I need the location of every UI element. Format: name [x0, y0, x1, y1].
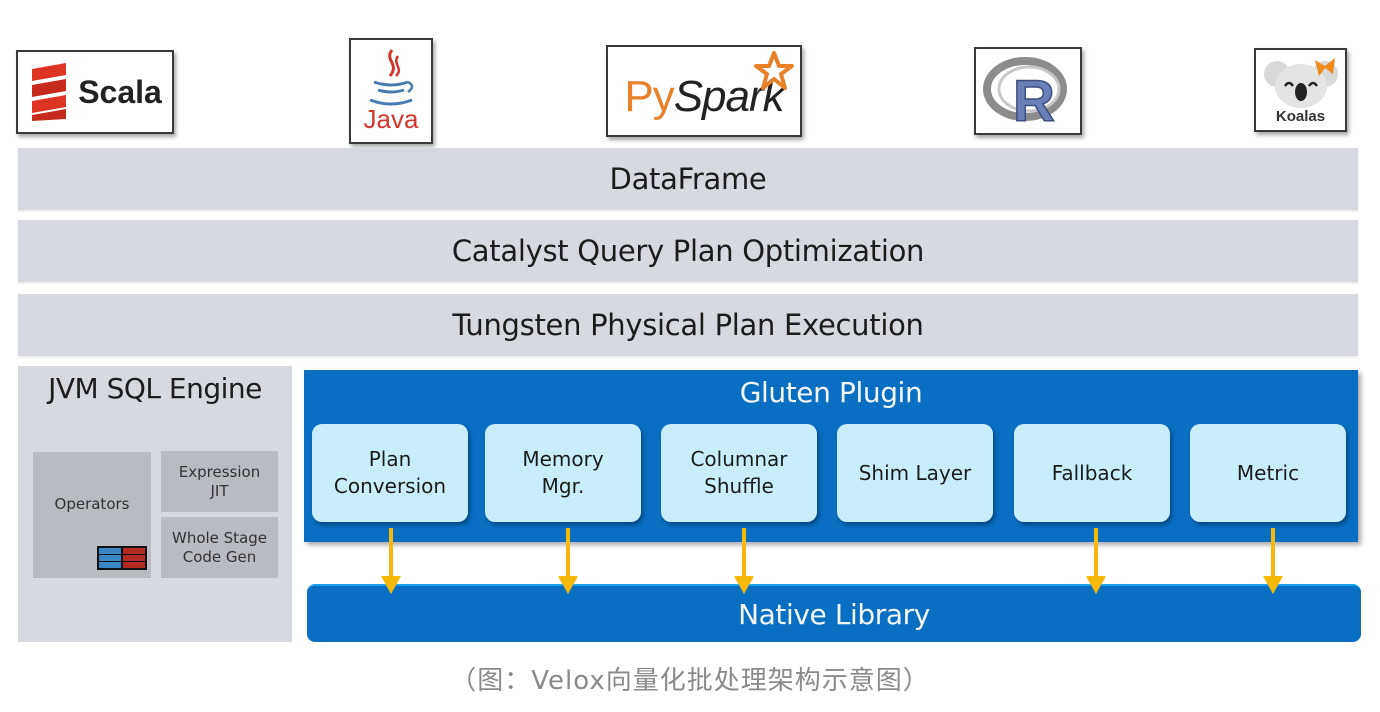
dataframe-layer: DataFrame: [18, 148, 1358, 210]
gluten-plugin-title: Gluten Plugin: [739, 376, 923, 409]
columnar-batch-icon: [97, 546, 147, 570]
java-logo: Java: [349, 38, 433, 144]
expression-jit-label: Expression JIT: [178, 462, 261, 500]
tungsten-layer: Tungsten Physical Plan Execution: [18, 294, 1358, 356]
scala-label: Scala: [78, 73, 162, 110]
whole-stage-codegen-label: Whole Stage Code Gen: [171, 528, 268, 566]
module-shim-layer: Shim Layer: [837, 424, 993, 522]
module-label: Fallback: [1051, 460, 1133, 485]
r-logo: R: [974, 47, 1082, 135]
arrow-down-icon: [1263, 528, 1283, 594]
figure-caption: （图：Velox向量化批处理架构示意图）: [450, 666, 930, 696]
r-letter: R: [1013, 69, 1055, 127]
scala-logo: Scala: [16, 50, 174, 134]
koalas-logo-icon: [1263, 57, 1338, 108]
arrow-down-icon: [734, 528, 754, 594]
pyspark-label-py: Py: [624, 72, 674, 121]
koalas-label: Koalas: [1275, 107, 1326, 125]
arrow-down-icon: [558, 528, 578, 594]
module-label: Metric: [1236, 460, 1300, 485]
native-library: Native Library: [307, 584, 1361, 642]
operators-label: Operators: [54, 494, 130, 513]
r-logo-icon: R: [983, 57, 1067, 127]
module-fallback: Fallback: [1014, 424, 1170, 522]
gluten-plugin: Gluten Plugin Plan Conversion Memory Mgr…: [304, 370, 1358, 542]
arrow-down-icon: [381, 528, 401, 594]
module-label: Plan Conversion: [333, 447, 447, 498]
module-label: Shim Layer: [858, 460, 972, 485]
koalas-logo: Koalas: [1254, 48, 1347, 132]
jvm-sql-engine-title: JVM SQL Engine: [48, 372, 262, 405]
java-logo-icon: [369, 48, 414, 105]
module-memory-mgr: Memory Mgr.: [485, 424, 641, 522]
module-plan-conversion: Plan Conversion: [312, 424, 468, 522]
pyspark-logo: PySpark: [606, 45, 802, 137]
expression-jit-box: Expression JIT: [161, 451, 278, 512]
arrow-down-icon: [1086, 528, 1106, 594]
pyspark-logo-icon: [754, 51, 794, 90]
module-label: Columnar Shuffle: [690, 447, 788, 498]
module-columnar-shuffle: Columnar Shuffle: [661, 424, 817, 522]
operators-box: Operators: [33, 452, 151, 578]
module-metric: Metric: [1190, 424, 1346, 522]
java-label: Java: [363, 103, 419, 134]
module-label: Memory Mgr.: [522, 447, 604, 498]
whole-stage-codegen-box: Whole Stage Code Gen: [161, 517, 278, 578]
catalyst-layer: Catalyst Query Plan Optimization: [18, 220, 1358, 282]
jvm-sql-engine: JVM SQL Engine Operators Expression JIT …: [18, 366, 292, 642]
scala-logo-icon: [32, 63, 67, 121]
